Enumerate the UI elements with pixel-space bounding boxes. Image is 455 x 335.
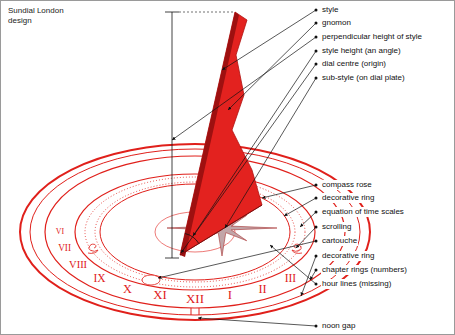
hour-numeral: III [285, 273, 297, 285]
part-label: style height (an angle) [321, 46, 402, 56]
leader-line [225, 78, 316, 228]
noon-line [191, 308, 192, 315]
leader-dot [315, 325, 318, 328]
hour-numeral: VII [58, 244, 71, 253]
part-label: hour lines (missing) [321, 279, 392, 289]
part-label: chapter rings (numbers) [321, 265, 408, 275]
leader-dot [315, 184, 318, 187]
part-label: gnomon [321, 18, 352, 28]
part-label: sub-style (on dial plate) [321, 73, 406, 83]
gnomon-edge [180, 12, 239, 257]
part-label: equation of time scales [321, 207, 405, 217]
part-label: cartouche [321, 236, 358, 246]
part-label: dial centre (origin) [321, 59, 387, 69]
hour-numeral: IX [93, 273, 105, 285]
leader-line [300, 212, 316, 227]
hour-numeral: II [258, 283, 266, 295]
leader-line [270, 245, 316, 284]
leader-line [310, 270, 316, 280]
angle-arc [185, 234, 199, 244]
hour-numeral: X [123, 283, 132, 295]
leader-dot [315, 9, 318, 12]
part-label: noon gap [321, 321, 356, 331]
leader-dot [315, 211, 318, 214]
part-label: decorative ring [321, 193, 375, 203]
hour-numeral: XI [153, 289, 167, 302]
part-label: decorative ring [321, 251, 375, 261]
height-tick [165, 12, 179, 13]
leader-dot [315, 50, 318, 53]
leader-dot [315, 36, 318, 39]
height-guide [179, 12, 235, 13]
leader-line [172, 37, 316, 140]
leader-dot [315, 197, 318, 200]
leader-line [228, 23, 316, 110]
noon-line [199, 308, 200, 315]
hour-numeral: VIII [69, 260, 87, 271]
leader-dot [315, 77, 318, 80]
leader-dot [315, 63, 318, 66]
leader-dot [315, 255, 318, 258]
cartouche-shape [142, 275, 160, 285]
sub-style-line [180, 205, 262, 255]
hour-numeral: VI [56, 228, 64, 236]
part-label: compass rose [321, 180, 373, 190]
height-tick [165, 258, 179, 259]
leader-line [181, 64, 316, 253]
part-label: scrolling [321, 222, 352, 232]
leader-dot [315, 283, 318, 286]
scroll-ornament [88, 244, 98, 253]
leader-dots [315, 9, 318, 328]
leader-dot [315, 22, 318, 25]
leader-lines [158, 10, 316, 326]
hour-numeral: XII [186, 292, 204, 305]
leader-dot [315, 269, 318, 272]
diagram-title: Sundial London design [8, 6, 66, 26]
part-label: perpendicular height of style [321, 32, 423, 42]
leader-line [262, 185, 316, 198]
leader-line [193, 51, 316, 236]
leader-dot [315, 240, 318, 243]
leader-line [198, 318, 316, 326]
leader-line [222, 10, 316, 70]
part-label: style [321, 5, 339, 15]
leader-dot [315, 226, 318, 229]
leader-line [284, 198, 316, 216]
height-line [172, 12, 173, 258]
hour-numeral: I [228, 289, 232, 302]
leader-line [301, 256, 316, 296]
